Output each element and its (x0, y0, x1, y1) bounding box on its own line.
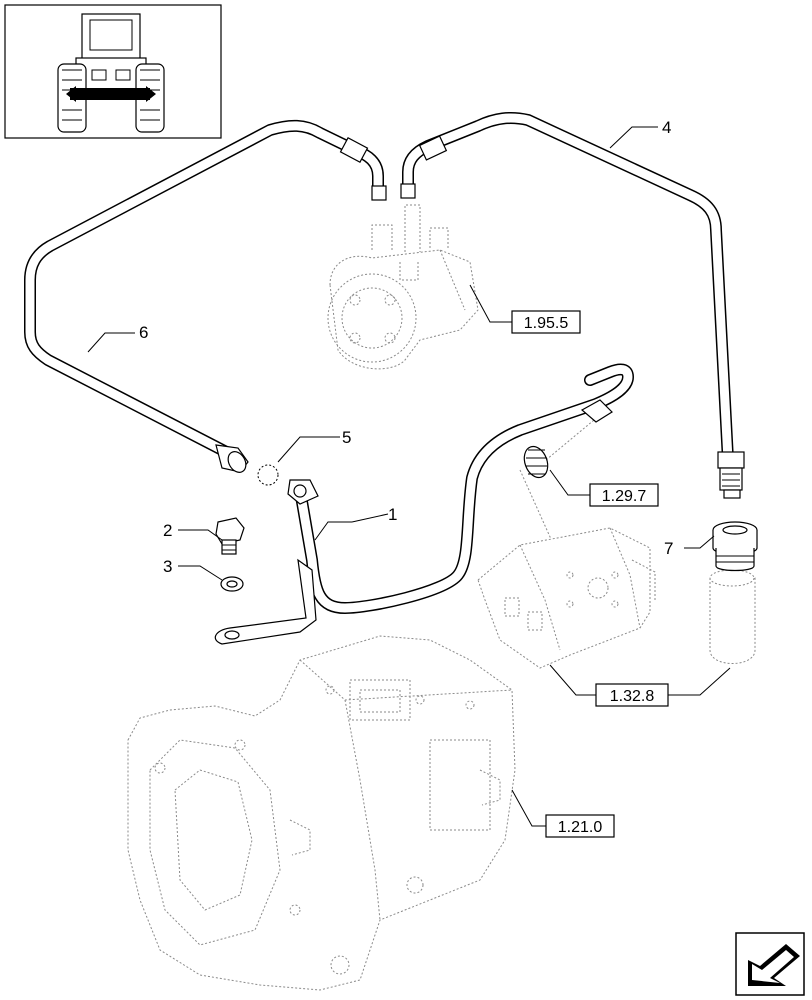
callout-4: 4 (662, 118, 671, 137)
leader-lines (87, 126, 731, 827)
gear-part (523, 445, 549, 479)
reference-steering-unit-label: 1.95.5 (524, 315, 569, 332)
pipe-4 (400, 112, 745, 499)
filter-cartridge-ghost (709, 569, 756, 664)
pipe-6 (24, 119, 387, 473)
pipe-1 (214, 363, 634, 645)
reference-pump-label: 1.32.8 (610, 688, 655, 705)
callout-3: 3 (163, 557, 172, 576)
callout-5: 5 (342, 428, 351, 447)
reference-box-gear-component[interactable]: 1.29.7 (589, 483, 659, 507)
callout-7: 7 (664, 539, 673, 558)
o-ring-part-5 (257, 464, 279, 486)
reference-transmission-housing-label: 1.21.0 (558, 819, 603, 836)
reference-box-steering-unit[interactable]: 1.95.5 (511, 310, 581, 334)
steering-unit-ghost (327, 204, 479, 370)
gear-link-line (539, 414, 601, 466)
pump-ghost (477, 527, 656, 669)
callout-6: 6 (139, 323, 148, 342)
fitting-part-7 (712, 521, 758, 572)
reference-box-transmission-housing[interactable]: 1.21.0 (545, 814, 615, 838)
callout-2: 2 (163, 521, 172, 540)
reference-gear-component-label: 1.29.7 (602, 488, 647, 505)
reference-box-pump[interactable]: 1.32.8 (595, 683, 669, 707)
bolt-part-2 (215, 517, 245, 555)
pump-link-line (519, 469, 556, 549)
callout-1: 1 (388, 505, 397, 524)
tractor-thumbnail (4, 4, 222, 139)
tractor-rear-view-icon (57, 13, 165, 133)
next-page-arrow-icon[interactable] (735, 932, 805, 996)
washer-part-3 (220, 576, 244, 592)
transmission-housing-ghost (127, 635, 516, 991)
